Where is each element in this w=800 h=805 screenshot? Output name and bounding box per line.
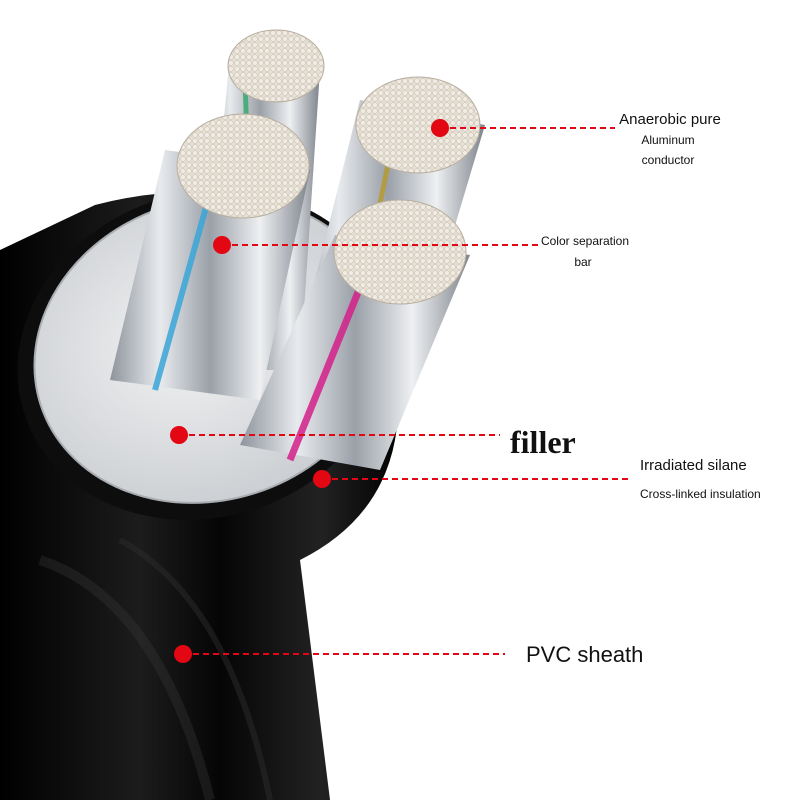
label-filler: filler (510, 424, 576, 460)
marker-dot (174, 645, 192, 663)
marker-dot (313, 470, 331, 488)
core-front-right (240, 199, 470, 470)
label-conductor-line3: conductor (641, 153, 695, 167)
callout-insulation (313, 470, 630, 488)
label-sheath: PVC sheath (526, 642, 644, 667)
callout-conductor (431, 119, 615, 137)
marker-dot (431, 119, 449, 137)
core-front-left (110, 113, 310, 400)
label-insulation-line1: Irradiated silane (640, 457, 747, 474)
label-conductor-line2: Aluminum (641, 133, 695, 147)
marker-dot (213, 236, 231, 254)
label-conductor-line1: Anaerobic pure (619, 111, 721, 128)
callout-separation-bar (213, 236, 540, 254)
label-separation-line2: bar (574, 255, 592, 269)
callout-sheath (174, 645, 505, 663)
label-separation-line1: Color separation (540, 234, 630, 248)
callout-filler (170, 426, 500, 444)
marker-dot (170, 426, 188, 444)
label-insulation-line2: Cross-linked insulation (640, 487, 761, 501)
